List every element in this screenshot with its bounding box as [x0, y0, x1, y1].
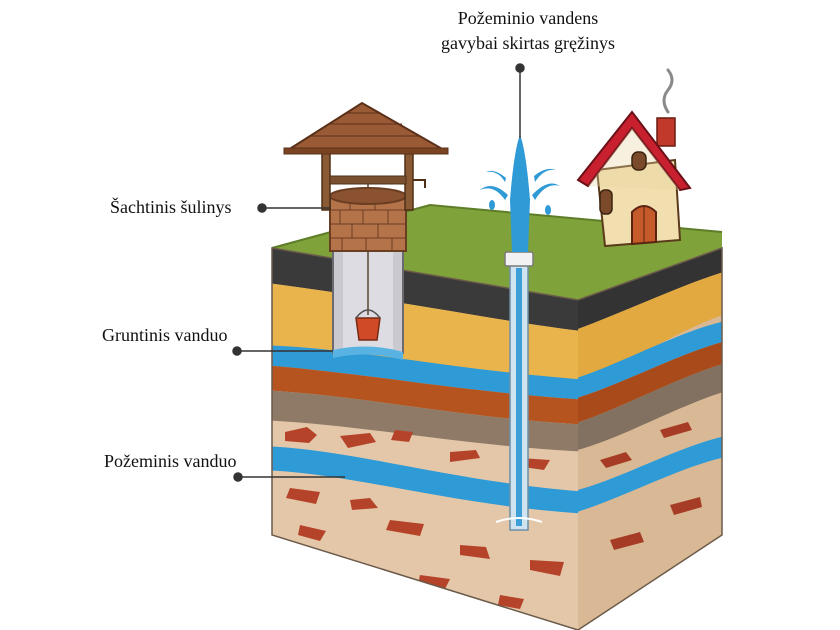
label-groundwater: Gruntinis vanduo [102, 325, 228, 345]
label-shaft-well: Šachtinis šulinys [110, 196, 232, 217]
label-underground-water: Požeminis vanduo [104, 451, 237, 471]
side-strata [578, 248, 722, 630]
borehole [480, 135, 560, 531]
house-icon [576, 68, 692, 248]
ground-block-outline [271, 246, 723, 630]
shaft-well [283, 101, 449, 354]
bucket-icon [355, 309, 381, 341]
well-water [333, 346, 403, 360]
leader-lines [232, 63, 525, 482]
label-borehole-line1: Požeminio vandens [458, 8, 598, 28]
water-jet-icon [480, 135, 560, 252]
label-borehole-line2: gavybai skirtas gręžinys [441, 33, 615, 53]
